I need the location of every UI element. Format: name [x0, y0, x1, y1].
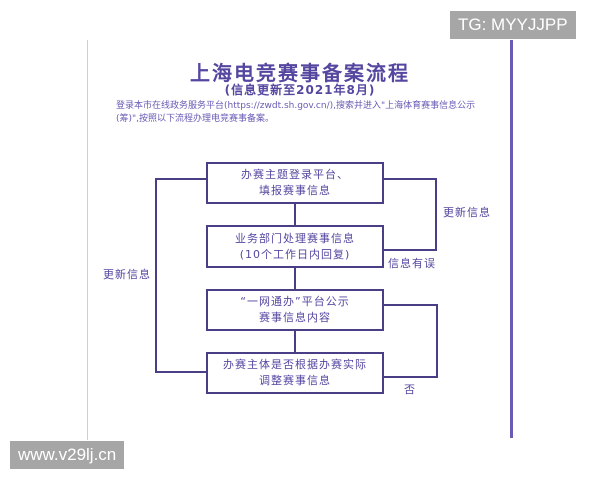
right-loop-top-upper	[384, 178, 437, 180]
label-update-info-right: 更新信息	[443, 206, 491, 219]
left-loop-lower	[155, 371, 206, 373]
left-loop-upper	[155, 178, 206, 180]
step-text-line2: 赛事信息内容	[259, 311, 331, 324]
step-text-line2: (10个工作日内回复)	[239, 247, 351, 261]
step-text-line1: 业务部门处理赛事信息	[235, 231, 355, 245]
label-info-error: 信息有误	[388, 257, 436, 270]
flow-step-public-notice: “一网通办”平台公示 赛事信息内容	[206, 289, 384, 331]
step-text-line1: 办赛主体是否根据办赛实际	[223, 358, 367, 371]
label-update-info-left: 更新信息	[103, 268, 151, 281]
step-text-line2: 调整赛事信息	[259, 374, 331, 387]
step-text-line1: “一网通办”平台公示	[240, 295, 350, 308]
page-title: 上海电竞赛事备案流程	[190, 61, 410, 85]
label-no: 否	[404, 383, 416, 396]
right-loop-bottom-lower	[384, 376, 438, 378]
right-loop-top-vertical	[435, 178, 437, 251]
step-text-line1: 办赛主题登录平台、	[241, 168, 349, 181]
left-loop-vertical	[155, 178, 157, 373]
right-loop-bottom-upper	[384, 304, 438, 306]
left-border-rule	[87, 40, 88, 440]
right-loop-bottom-vertical	[436, 304, 438, 378]
connector-2-3	[294, 266, 296, 290]
connector-3-4	[294, 329, 296, 353]
flow-step-register: 办赛主题登录平台、 填报赛事信息	[206, 162, 384, 204]
flow-step-department-process: 业务部门处理赛事信息 (10个工作日内回复)	[206, 225, 384, 268]
watermark-bottom-left: www.v29lj.cn	[10, 441, 125, 469]
right-loop-top-lower	[384, 249, 437, 251]
step-text-line2: 填报赛事信息	[259, 184, 331, 197]
watermark-top-right: TG: MYYJJPP	[450, 11, 576, 39]
connector-1-2	[294, 202, 296, 226]
flow-step-adjust-decision: 办赛主体是否根据办赛实际 调整赛事信息	[206, 352, 384, 394]
intro-paragraph: 登录本市在线政务服务平台(https://zwdt.sh.gov.cn/),搜索…	[116, 101, 476, 124]
right-border-rule	[510, 40, 513, 438]
page-subtitle: (信息更新至2021年8月)	[224, 83, 376, 97]
